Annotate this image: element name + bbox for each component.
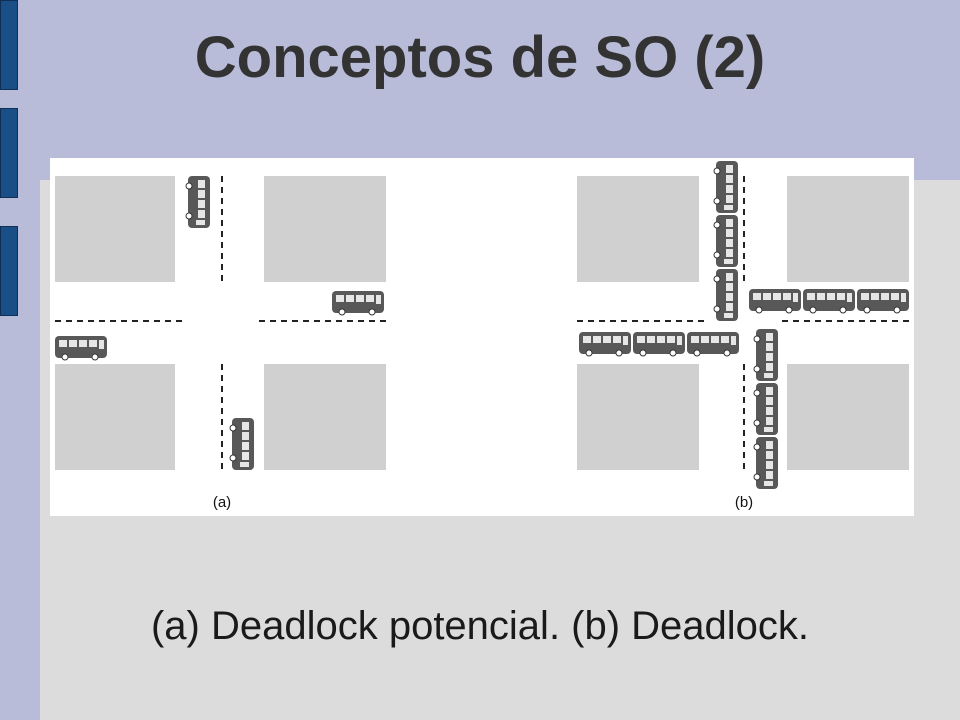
- city-block: [55, 176, 175, 282]
- city-block: [787, 364, 909, 470]
- panel-b-label: (b): [735, 494, 753, 511]
- side-bar-1: [0, 0, 18, 90]
- bus-icon: [229, 417, 255, 471]
- bus-icon: [753, 436, 779, 490]
- slide-title: Conceptos de SO (2): [194, 25, 766, 90]
- bus-icon: [753, 328, 779, 382]
- panel-b: (b): [577, 160, 910, 511]
- bus-icon: [713, 214, 739, 268]
- bus-icon: [686, 331, 740, 357]
- bus-icon: [632, 331, 686, 357]
- city-block: [55, 364, 175, 470]
- city-block: [577, 364, 699, 470]
- panel-a: (a): [54, 175, 386, 511]
- bus-icon: [713, 160, 739, 214]
- bus-icon: [748, 288, 802, 314]
- bus-icon: [802, 288, 856, 314]
- city-block: [264, 364, 386, 470]
- intersection-diagram: (a) (b): [54, 160, 910, 511]
- city-block: [787, 176, 909, 282]
- bus-icon: [578, 331, 632, 357]
- bus-icon: [185, 175, 211, 229]
- deadlock-figure: (a) (b): [50, 158, 914, 516]
- panel-a-label: (a): [213, 494, 231, 511]
- city-block: [577, 176, 699, 282]
- bus-icon: [753, 382, 779, 436]
- side-bar-3: [0, 226, 18, 316]
- bus-icon: [331, 290, 385, 316]
- bus-icon: [713, 268, 739, 322]
- bus-icon: [54, 335, 108, 361]
- side-bar-2: [0, 108, 18, 198]
- city-block: [264, 176, 386, 282]
- figure-caption: (a) Deadlock potencial. (b) Deadlock.: [150, 604, 810, 648]
- bus-icon: [856, 288, 910, 314]
